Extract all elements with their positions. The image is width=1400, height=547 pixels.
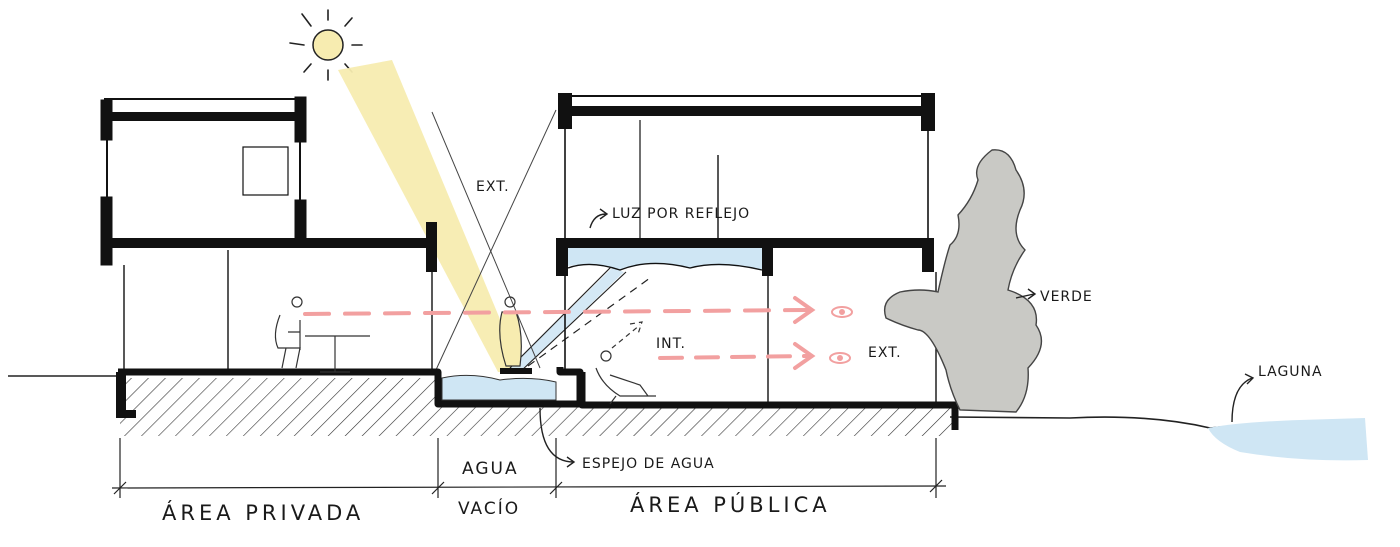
label-ext-top: EXT.	[476, 179, 510, 195]
reflected-light-beam	[510, 268, 624, 372]
water-mirror	[441, 374, 557, 401]
lagoon-water	[1208, 418, 1368, 461]
person-void	[499, 296, 522, 367]
eye-icon	[831, 306, 853, 318]
label-area-publica: ÁREA PÚBLICA	[630, 492, 831, 517]
label-vacio: VACÍO	[458, 497, 520, 519]
reflective-ceiling-water	[568, 248, 762, 270]
sunlight-beam	[338, 60, 522, 372]
label-ext-right: EXT.	[868, 345, 902, 361]
label-agua: AGUA	[462, 459, 519, 479]
private-building	[100, 96, 437, 372]
eye-icon	[829, 352, 851, 364]
label-verde: VERDE	[1040, 289, 1093, 305]
public-floor-slab	[578, 372, 959, 430]
sight-arrow	[611, 321, 643, 349]
sight-lines	[431, 109, 557, 373]
annotation-arrows	[539, 208, 1255, 468]
tree-icon	[883, 149, 1043, 413]
label-area-privada: ÁREA PRIVADA	[162, 500, 364, 525]
sun-icon	[289, 9, 363, 81]
person-seated-public	[595, 350, 656, 405]
label-luz-por-reflejo: LUZ POR REFLEJO	[612, 206, 750, 222]
label-espejo-de-agua: ESPEJO DE AGUA	[582, 456, 715, 472]
person-seated-private	[274, 296, 370, 373]
label-int: INT.	[656, 336, 686, 352]
public-building	[556, 93, 937, 404]
view-arrows	[303, 296, 816, 370]
label-laguna: LAGUNA	[1258, 364, 1323, 380]
dimension-lines	[111, 438, 947, 498]
